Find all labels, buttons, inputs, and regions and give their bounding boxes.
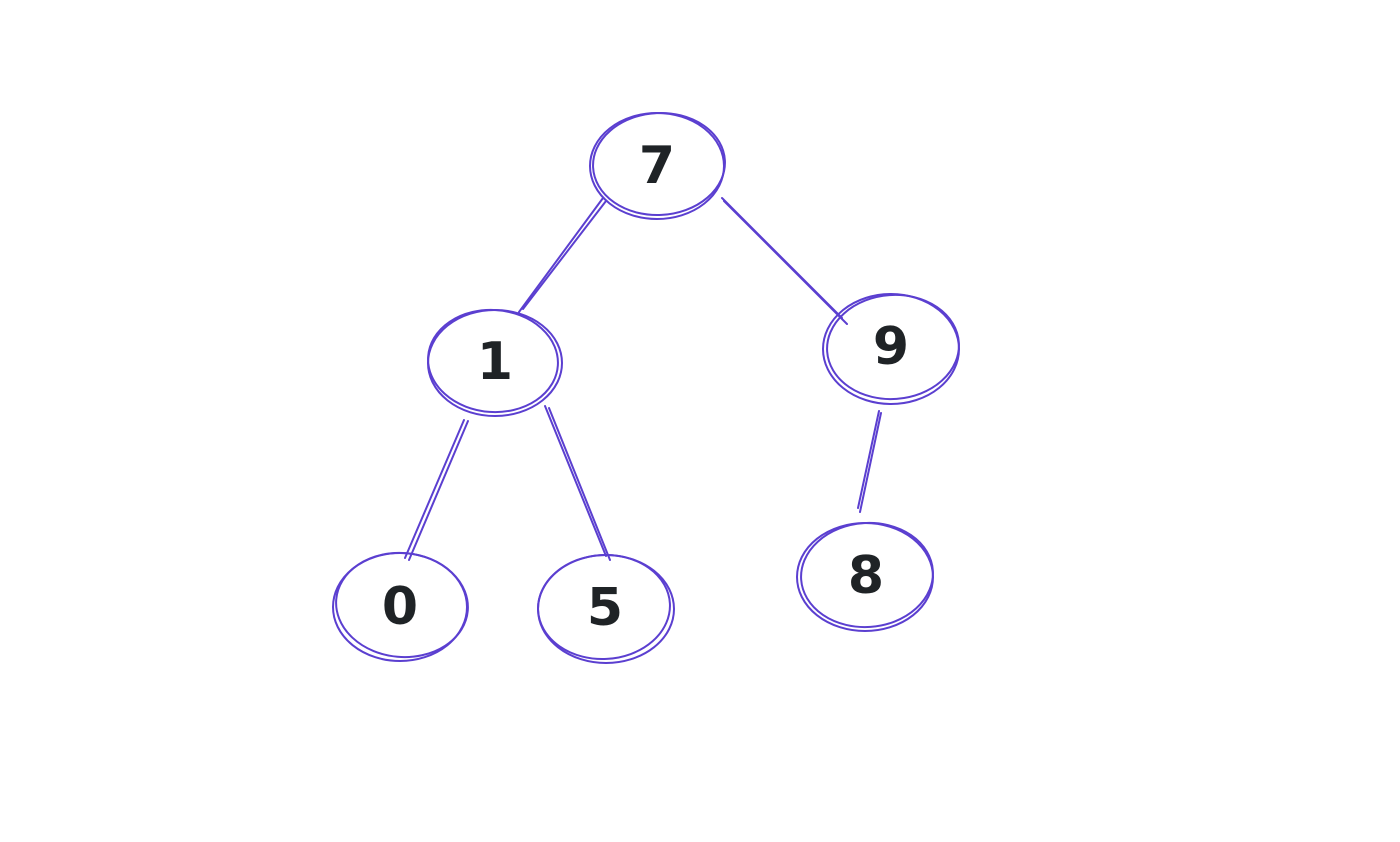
node-label: 8 <box>848 546 884 606</box>
node-label: 1 <box>477 332 513 392</box>
tree-node-0: 0 <box>332 551 469 662</box>
edge-7-9 <box>721 197 848 325</box>
tree-node-9: 9 <box>822 293 960 405</box>
edge-7-1 <box>518 197 607 313</box>
node-label: 9 <box>873 317 909 377</box>
tree-node-1: 1 <box>427 308 563 417</box>
node-label: 0 <box>382 577 418 637</box>
tree-node-7: 7 <box>589 111 726 220</box>
edge-1-5 <box>544 405 611 561</box>
node-label: 7 <box>639 136 675 196</box>
tree-node-8: 8 <box>796 521 934 632</box>
edge-1-0 <box>404 419 469 561</box>
tree-node-5: 5 <box>537 553 675 664</box>
node-label: 5 <box>587 578 623 638</box>
edge-9-8 <box>857 410 882 513</box>
